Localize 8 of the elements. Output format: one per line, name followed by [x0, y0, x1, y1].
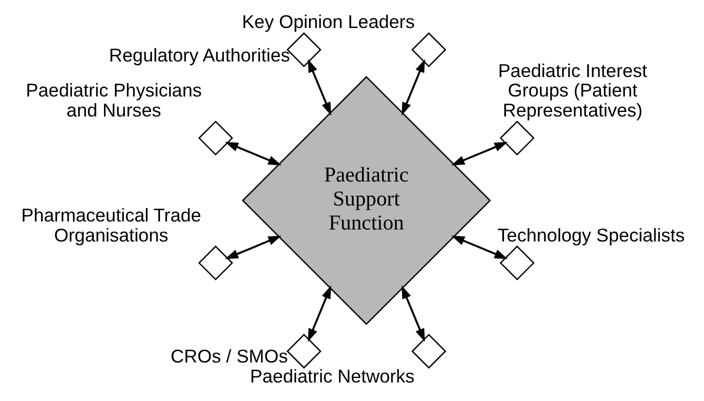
node-label: Pharmaceutical Trade Organisations	[20, 204, 201, 246]
node-label: Regulatory Authorities	[108, 44, 290, 66]
node-label: Key Opinion Leaders	[241, 11, 414, 32]
node-label: Paediatric Physicians and Nurses	[25, 80, 202, 121]
node-label: CROs / SMOs	[170, 346, 288, 367]
node-label: Technology Specialists	[497, 224, 684, 246]
node-label: Paediatric Interest Groups (Patient Representatives)	[498, 60, 647, 121]
node-label: Paediatric Networks	[250, 366, 414, 387]
